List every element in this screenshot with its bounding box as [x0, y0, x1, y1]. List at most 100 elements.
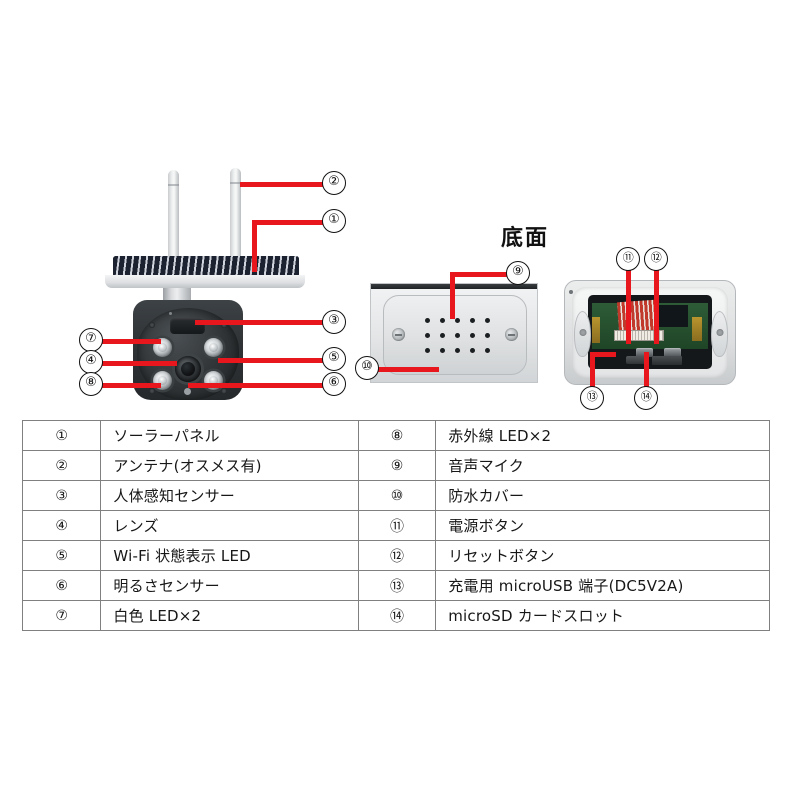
brass-contact-left [592, 317, 600, 343]
leader-line-8 [100, 383, 161, 388]
row-left-number: ⑦ [21, 600, 102, 631]
mic-hole [425, 318, 430, 323]
cover-screw-left [392, 328, 405, 341]
mic-hole [425, 333, 430, 338]
table-row: ② アンテナ(オスメス有) ⑨ 音声マイク [21, 450, 770, 481]
mic-hole [440, 348, 445, 353]
marker-10[interactable]: ⑩ [355, 356, 379, 380]
row-right-number: ⑪ [357, 510, 437, 541]
mic-hole [485, 318, 490, 323]
face-screw-bottom-right [221, 388, 227, 394]
row-left-number: ③ [21, 480, 102, 511]
face-screw-bottom-left [149, 388, 155, 394]
row-right-label: 音声マイク [435, 450, 770, 481]
cover-screw-right [505, 328, 518, 341]
row-left-label: Wi-Fi 状態表示 LED [100, 540, 359, 571]
marker-14: ⑭ [634, 386, 658, 410]
leader-line-11 [626, 268, 631, 344]
ribbon-cable [616, 299, 658, 333]
microusb-port[interactable] [626, 356, 648, 364]
bay-cavity [588, 295, 712, 369]
bay-gasket-rim [572, 287, 728, 378]
row-right-number: ⑧ [357, 420, 437, 451]
cover-plate [383, 295, 527, 375]
table-row: ⑤ Wi-Fi 状態表示 LED ⑫ リセットボタン [21, 540, 770, 571]
solar-panel-frame [105, 275, 305, 288]
leader-line-9-v [450, 272, 455, 319]
row-right-number: ⑨ [357, 450, 437, 481]
antenna-right [230, 168, 241, 262]
spec-table: ① ソーラーパネル ⑧ 赤外線 LED×2 ② アンテナ(オスメス有) ⑨ 音声… [21, 420, 770, 631]
marker-2: ② [322, 171, 346, 195]
table-row: ⑦ 白色 LED×2 ⑭ microSD カードスロット [21, 600, 770, 631]
waterproof-cover-view: ⑨ ⑩ [355, 250, 545, 400]
camera-lens [175, 356, 201, 382]
antenna-left [168, 170, 179, 262]
leader-line-9-h [450, 272, 507, 277]
table-row: ⑥ 明るさセンサー ⑬ 充電用 microUSB 端子(DC5V2A) [21, 570, 770, 601]
marker-11: ⑪ [616, 247, 640, 271]
mic-hole [440, 333, 445, 338]
row-right-label: 電源ボタン [435, 510, 770, 541]
leader-line-4 [100, 361, 177, 366]
mic-hole [425, 348, 430, 353]
row-left-number: ② [21, 450, 102, 481]
mic-hole [470, 333, 475, 338]
leader-line-1-v [252, 220, 257, 272]
white-led-top-right [204, 338, 223, 357]
marker-1: ① [322, 209, 346, 233]
row-left-label: 白色 LED×2 [100, 600, 359, 631]
marker-8: ⑧ [79, 372, 103, 396]
mic-hole [470, 348, 475, 353]
marker-6: ⑥ [322, 372, 346, 396]
bay-corner-notch [569, 290, 573, 294]
row-right-label: microSD カードスロット [435, 600, 770, 631]
reset-button[interactable] [664, 348, 681, 357]
row-left-label: 明るさセンサー [100, 570, 359, 601]
table-row: ③ 人体感知センサー ⑩ 防水カバー [21, 480, 770, 511]
row-right-label: 充電用 microUSB 端子(DC5V2A) [435, 570, 770, 601]
spec-table-body: ① ソーラーパネル ⑧ 赤外線 LED×2 ② アンテナ(オスメス有) ⑨ 音声… [21, 420, 770, 631]
ribbon-connector [614, 330, 664, 341]
mic-hole [440, 318, 445, 323]
microsd-slot[interactable] [652, 356, 682, 365]
leader-line-7 [100, 339, 161, 344]
brightness-sensor [184, 388, 191, 395]
row-right-label: 防水カバー [435, 480, 770, 511]
face-mic-pinhole [169, 312, 172, 315]
row-right-label: 赤外線 LED×2 [435, 420, 770, 451]
row-left-label: アンテナ(オスメス有) [100, 450, 359, 481]
marker-5: ⑤ [322, 347, 346, 371]
row-left-label: 人体感知センサー [100, 480, 359, 511]
camera-front-view: ② ① ③ ⑤ ⑥ ⑦ ④ ⑧ [0, 0, 360, 410]
internal-bay-view: ⑪ ⑫ ⑬ ⑭ [548, 240, 748, 410]
leader-line-6 [188, 383, 323, 388]
brass-contact-right [692, 317, 702, 341]
leader-line-12 [654, 268, 659, 344]
face-screw-top-left [149, 322, 155, 328]
row-left-number: ④ [21, 510, 102, 541]
table-row: ④ レンズ ⑪ 電源ボタン [21, 510, 770, 541]
row-left-number: ① [21, 420, 102, 451]
solar-panel-cells [113, 256, 299, 277]
bottom-view-heading: 底面 [501, 226, 550, 251]
row-left-label: ソーラーパネル [100, 420, 359, 451]
face-screw-top-right [221, 322, 227, 328]
solar-panel [105, 256, 305, 290]
leader-line-5 [218, 358, 323, 363]
mic-hole [485, 333, 490, 338]
marker-3: ③ [322, 310, 346, 334]
bay-mount-post-right [711, 311, 728, 357]
marker-7: ⑦ [79, 328, 103, 352]
leader-line-13-v [590, 352, 595, 388]
marker-12: ⑫ [644, 247, 668, 271]
leader-line-13-h [590, 352, 616, 357]
row-right-number: ⑫ [357, 540, 437, 571]
row-right-number: ⑬ [357, 570, 437, 601]
marker-4: ④ [79, 350, 103, 374]
mic-hole [455, 333, 460, 338]
marker-13: ⑬ [580, 386, 604, 410]
leader-line-1-h [252, 220, 323, 225]
row-left-number: ⑥ [21, 570, 102, 601]
